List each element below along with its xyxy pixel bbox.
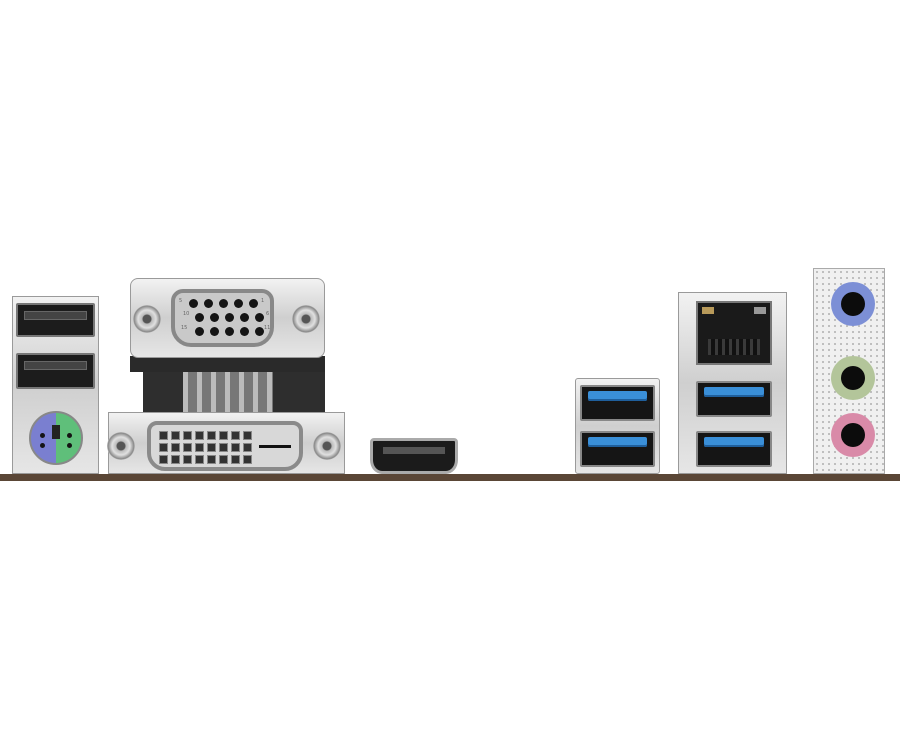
dvi-pin <box>243 455 252 464</box>
dvi-pin <box>159 455 168 464</box>
dvi-pin <box>207 455 216 464</box>
usb2-port[interactable] <box>16 353 95 389</box>
dvi-pin <box>207 443 216 452</box>
dvi-pin <box>159 443 168 452</box>
motherboard-pcb-edge <box>0 474 900 481</box>
dvi-pin <box>243 431 252 440</box>
vga-pins-riser <box>143 372 325 412</box>
screw-icon <box>313 432 341 460</box>
usb3-port[interactable] <box>696 381 772 417</box>
usb3-stack <box>575 378 660 474</box>
dvi-connector <box>147 421 303 471</box>
screw-icon <box>292 305 320 333</box>
dvi-port[interactable] <box>107 412 345 474</box>
pin-label: 5 <box>179 298 183 304</box>
dvi-pin <box>243 443 252 452</box>
led-icon <box>754 307 766 314</box>
led-icon <box>702 307 714 314</box>
vga-port[interactable]: 5 1 10 6 15 11 <box>130 278 325 358</box>
pin-label: 11 <box>264 325 271 331</box>
ps2-usb-combo-port <box>12 296 99 474</box>
dvi-pin <box>171 455 180 464</box>
audio-mic-jack[interactable] <box>831 413 875 457</box>
usb2-port[interactable] <box>16 303 95 337</box>
ps2-port[interactable] <box>29 411 83 465</box>
dvi-pin <box>183 443 192 452</box>
audio-line-out-jack[interactable] <box>831 356 875 400</box>
dvi-pin <box>171 431 180 440</box>
dvi-pin <box>231 455 240 464</box>
dvi-pin <box>219 431 228 440</box>
pin-label: 1 <box>261 298 265 304</box>
dvi-pin <box>207 431 216 440</box>
audio-line-in-jack[interactable] <box>831 282 875 326</box>
hdmi-port[interactable] <box>370 438 458 474</box>
vga-d-sub-connector: 5 1 10 6 15 11 <box>171 289 274 347</box>
dvi-pin <box>219 443 228 452</box>
pin-label: 6 <box>266 311 270 317</box>
pin-label: 15 <box>181 325 188 331</box>
dvi-pin <box>183 431 192 440</box>
dvi-pin <box>231 431 240 440</box>
dvi-pin <box>195 455 204 464</box>
screw-icon <box>133 305 161 333</box>
dvi-pin <box>195 443 204 452</box>
dvi-pin <box>231 443 240 452</box>
dvi-pin <box>159 431 168 440</box>
pin-label: 10 <box>183 311 190 317</box>
dvi-pin <box>171 443 180 452</box>
dvi-pin <box>183 455 192 464</box>
vga-bracket-block <box>130 356 325 372</box>
lan-usb3-combo <box>678 292 787 474</box>
usb3-port[interactable] <box>580 385 655 421</box>
audio-jack-panel <box>813 268 885 474</box>
dvi-pin <box>195 431 204 440</box>
rj45-lan-port[interactable] <box>696 301 772 365</box>
usb3-port[interactable] <box>696 431 772 467</box>
usb3-port[interactable] <box>580 431 655 467</box>
screw-icon <box>107 432 135 460</box>
dvi-pin <box>219 455 228 464</box>
